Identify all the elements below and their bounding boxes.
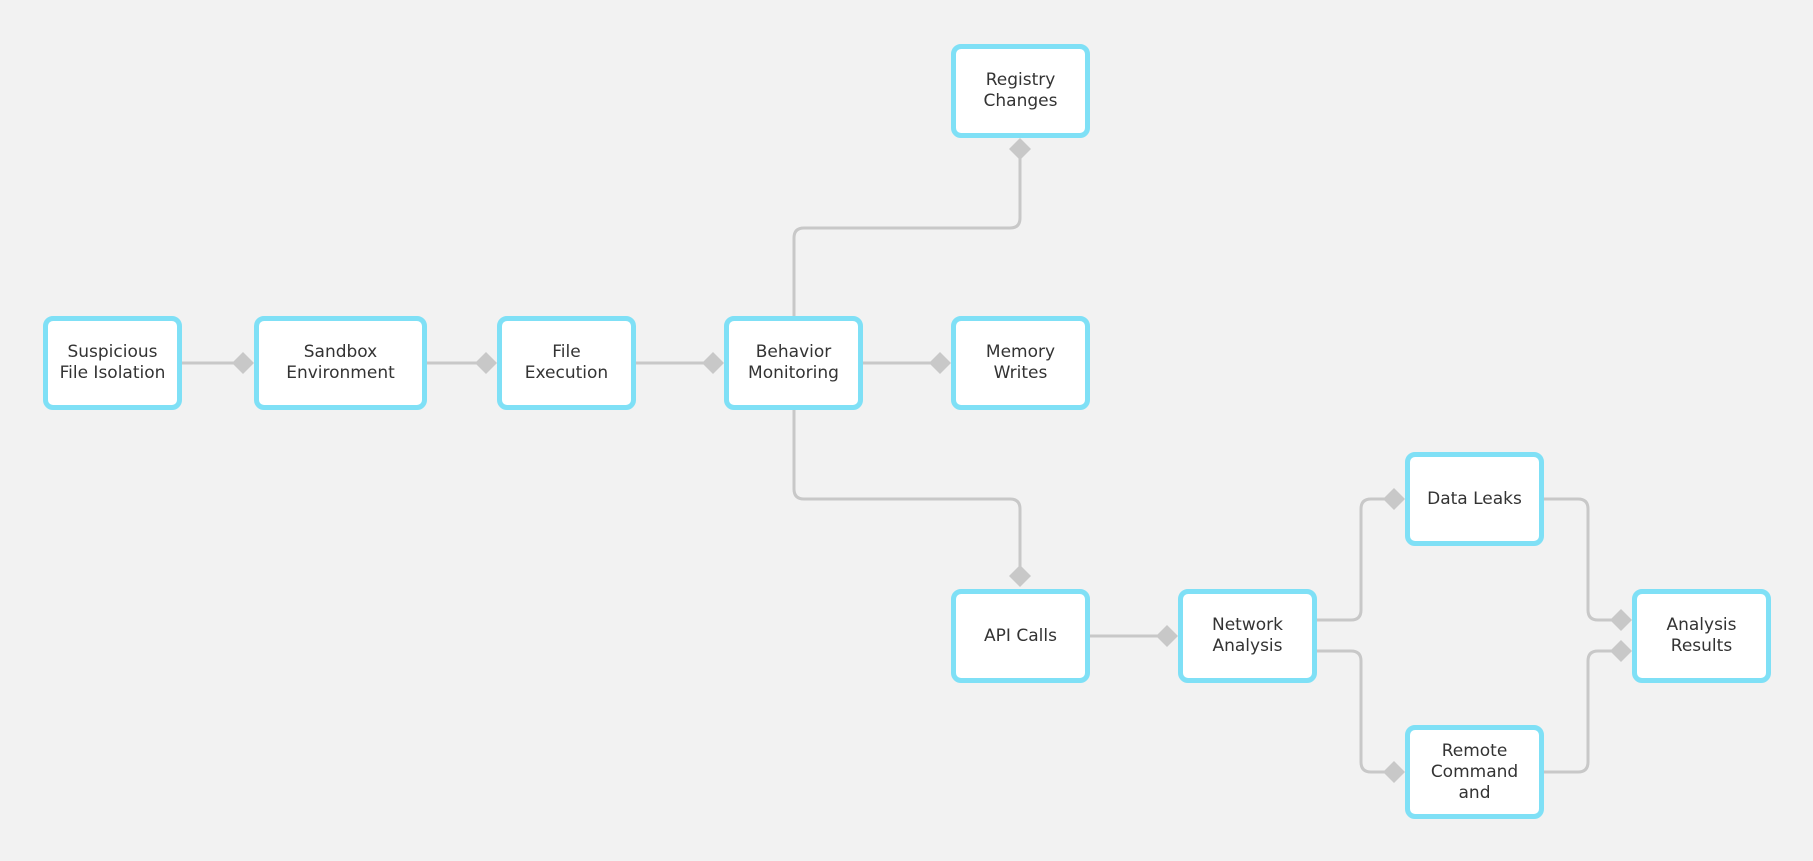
edge-behavior-to-memory [863, 352, 951, 374]
node-label: Behavior Monitoring [748, 342, 839, 383]
node-label: API Calls [984, 625, 1057, 646]
diamond-arrowhead-icon [232, 352, 254, 374]
edge-dataleaks-to-results [1544, 497, 1632, 631]
diamond-arrowhead-icon [1009, 138, 1031, 160]
edge-behavior-to-api [792, 410, 1031, 587]
node-behavior-monitoring[interactable]: Behavior Monitoring [724, 316, 863, 410]
diamond-arrowhead-icon [702, 352, 724, 374]
connector-line [1544, 649, 1618, 774]
node-registry-changes[interactable]: Registry Changes [951, 44, 1090, 138]
connector-line [792, 152, 1022, 316]
node-label: Suspicious File Isolation [59, 342, 166, 383]
node-label: Remote Command and [1430, 740, 1519, 803]
node-label: Sandbox Environment [286, 342, 395, 383]
diamond-arrowhead-icon [1156, 625, 1178, 647]
node-label: Analysis Results [1666, 615, 1737, 656]
node-sandbox-environment[interactable]: Sandbox Environment [254, 316, 427, 410]
edge-sandbox-to-execution [427, 352, 497, 374]
edge-behavior-to-registry [792, 138, 1031, 316]
node-memory-writes[interactable]: Memory Writes [951, 316, 1090, 410]
edge-api-to-network [1090, 625, 1178, 647]
node-remote-command-and[interactable]: Remote Command and [1405, 725, 1544, 819]
diamond-arrowhead-icon [1009, 565, 1031, 587]
connector-line [1317, 649, 1391, 774]
connector-line [1317, 497, 1391, 622]
node-label: Data Leaks [1427, 488, 1522, 509]
node-label: Registry Changes [983, 70, 1058, 111]
diamond-arrowhead-icon [1383, 488, 1405, 510]
node-label: Network Analysis [1212, 615, 1283, 656]
diamond-arrowhead-icon [1610, 609, 1632, 631]
node-data-leaks[interactable]: Data Leaks [1405, 452, 1544, 546]
edge-isolation-to-sandbox [182, 352, 254, 374]
connector-line [1544, 497, 1618, 622]
node-suspicious-file-isolation[interactable]: Suspicious File Isolation [43, 316, 182, 410]
diamond-arrowhead-icon [929, 352, 951, 374]
node-label: Memory Writes [985, 342, 1056, 383]
diamond-arrowhead-icon [475, 352, 497, 374]
edge-remote-to-results [1544, 640, 1632, 774]
diamond-arrowhead-icon [1383, 761, 1405, 783]
connector-line [792, 410, 1022, 573]
node-label: File Execution [524, 342, 609, 383]
node-api-calls[interactable]: API Calls [951, 589, 1090, 683]
node-analysis-results[interactable]: Analysis Results [1632, 589, 1771, 683]
node-network-analysis[interactable]: Network Analysis [1178, 589, 1317, 683]
edge-network-to-remote [1317, 649, 1405, 783]
node-file-execution[interactable]: File Execution [497, 316, 636, 410]
diamond-arrowhead-icon [1610, 640, 1632, 662]
edge-network-to-dataleaks [1317, 488, 1405, 622]
edge-execution-to-behavior [636, 352, 724, 374]
